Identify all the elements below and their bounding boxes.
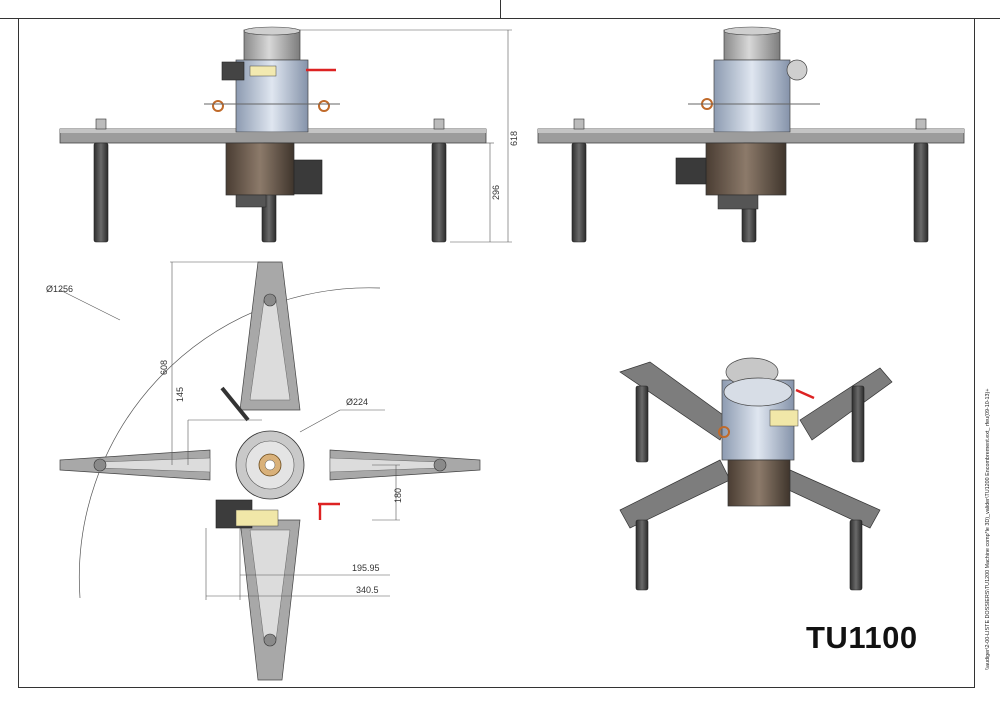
- frame-center-tick: [500, 0, 501, 18]
- dim-195-95: 195.95: [352, 563, 380, 573]
- dim-618: 618: [509, 131, 519, 146]
- front-view: 618 296: [59, 26, 519, 243]
- dim-145: 145: [175, 387, 185, 402]
- side-view: [537, 26, 965, 243]
- dim-diameter-224: Ø224: [346, 397, 368, 407]
- dim-608: 608: [159, 360, 169, 375]
- drawing-border: [18, 18, 975, 688]
- drawing-title: TU1100: [806, 620, 918, 655]
- dim-180: 180: [393, 488, 403, 503]
- dim-340-5: 340.5: [356, 585, 379, 595]
- dim-diameter-1256: Ø1256: [46, 284, 73, 294]
- top-view: Ø1256: [46, 261, 481, 681]
- file-path-text: \\audiger\2-00-LISTE DOSSIERS\TU1200 Mac…: [985, 388, 991, 671]
- dim-296: 296: [491, 185, 501, 200]
- isometric-view: [619, 357, 893, 591]
